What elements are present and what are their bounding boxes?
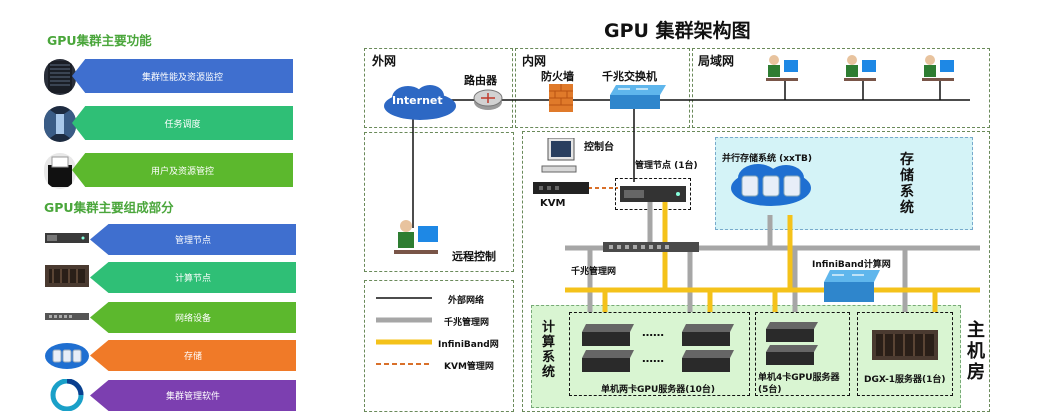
datacenter-aisle-icon bbox=[44, 106, 76, 142]
legend-lines bbox=[376, 297, 432, 365]
zone-wan bbox=[364, 48, 513, 128]
zone-wan-label: 外网 bbox=[372, 54, 397, 68]
gpu2-server-icon bbox=[682, 324, 734, 346]
server-rack-icon bbox=[48, 61, 72, 93]
kvm-label: KVM bbox=[540, 198, 566, 209]
legend-external-label: 外部网络 bbox=[448, 296, 485, 306]
router-label: 路由器 bbox=[464, 74, 497, 87]
scheduling-thumbnail bbox=[44, 106, 76, 142]
lan-user-icon bbox=[844, 55, 876, 81]
zone-intranet-label: 内网 bbox=[522, 54, 547, 68]
mgmt-node-server-icon bbox=[620, 186, 686, 202]
internet-label: Internet bbox=[392, 94, 443, 107]
network-thumbnail bbox=[43, 303, 91, 329]
gigabit-switch-icon bbox=[610, 85, 666, 109]
remote-label: 远程控制 bbox=[452, 250, 496, 263]
gpu2-server-icon bbox=[582, 324, 634, 346]
lan-user-icon bbox=[766, 55, 798, 81]
components-title: GPU集群主要组成部分 bbox=[44, 200, 174, 215]
compute-node-thumbnail bbox=[43, 263, 91, 289]
software-thumbnail bbox=[50, 378, 84, 412]
gpu2-server-icon bbox=[682, 350, 734, 372]
storage-label: 并行存储系统 (xxTB) bbox=[722, 154, 812, 164]
rack-server-icon bbox=[45, 233, 89, 243]
mgmt-switch-icon bbox=[603, 242, 699, 252]
function-monitoring: 集群性能及资源监控 bbox=[72, 59, 293, 93]
zone-legend bbox=[364, 280, 514, 412]
dgx-label: DGX-1服务器(1台) bbox=[864, 375, 946, 385]
gigabit-switch-label: 千兆交换机 bbox=[602, 70, 657, 83]
storage-cloud-icon bbox=[731, 164, 811, 206]
main-room-label: 主机房 bbox=[967, 320, 985, 383]
console-label: 控制台 bbox=[584, 142, 614, 153]
component-storage: 存储 bbox=[90, 340, 296, 371]
function-control: 用户及资源管控 bbox=[72, 153, 293, 187]
zone-lan bbox=[692, 48, 990, 128]
mgmt-node-box bbox=[615, 178, 691, 210]
server2-group bbox=[569, 312, 750, 396]
diagram-title: GPU 集群架构图 bbox=[604, 20, 751, 42]
function-scheduling: 任务调度 bbox=[72, 106, 293, 140]
console-monitor-icon bbox=[541, 138, 577, 173]
lan-user-icon bbox=[922, 55, 954, 81]
component-mgmt-node: 管理节点 bbox=[90, 224, 296, 255]
monitoring-thumbnail bbox=[44, 59, 76, 95]
server2-label: 单机两卡GPU服务器(10台) bbox=[601, 385, 716, 395]
gpu4-server-icon bbox=[766, 345, 818, 365]
legend-mgmt-label: 千兆管理网 bbox=[444, 318, 490, 328]
ellipsis-bottom: …… bbox=[642, 352, 664, 365]
storage-system-label: 存储系统 bbox=[900, 152, 914, 216]
gpu2-server-icon bbox=[582, 350, 634, 372]
router-icon bbox=[473, 89, 503, 110]
remote-user-icon bbox=[394, 220, 438, 254]
firewall-label: 防火墙 bbox=[541, 70, 574, 83]
software-logo-icon bbox=[50, 378, 84, 412]
mgmt-net-label: 千兆管理网 bbox=[571, 267, 617, 277]
compute-system-label: 计算系统 bbox=[542, 320, 556, 380]
mgmt-node-label: 管理节点 (1台) bbox=[635, 161, 698, 171]
component-software: 集群管理软件 bbox=[90, 380, 296, 411]
internet-cloud-icon bbox=[384, 85, 456, 120]
firewall-icon bbox=[549, 84, 573, 112]
network-switch-icon bbox=[45, 313, 89, 320]
infiniband-net-label: InfiniBand计算网 bbox=[812, 260, 891, 270]
zone-lan-label: 局域网 bbox=[698, 54, 735, 68]
server4-group bbox=[755, 312, 850, 396]
dgx-group bbox=[857, 312, 953, 396]
kvm-device-icon bbox=[533, 182, 589, 194]
legend-kvm-label: KVM管理网 bbox=[444, 362, 494, 372]
legend-infiniband-label: InfiniBand网 bbox=[438, 340, 499, 350]
control-thumbnail bbox=[44, 153, 76, 189]
storage-cloud-icon bbox=[45, 343, 89, 369]
zone-main-room bbox=[522, 131, 990, 412]
component-compute-node: 计算节点 bbox=[90, 262, 296, 293]
zone-remote bbox=[364, 132, 514, 272]
gpu-server-icon bbox=[45, 265, 89, 287]
mgmt-node-thumbnail bbox=[43, 225, 91, 251]
zone-intranet bbox=[515, 48, 690, 128]
storage-thumbnail bbox=[43, 341, 91, 371]
server4-label: 单机4卡GPU服务器(5台) bbox=[758, 373, 840, 395]
dgx-server-icon bbox=[872, 330, 938, 360]
ellipsis-top: …… bbox=[642, 326, 664, 339]
gpu4-server-icon bbox=[766, 322, 818, 342]
infiniband-switch-icon bbox=[824, 270, 880, 302]
component-network: 网络设备 bbox=[90, 302, 296, 333]
server-box-icon bbox=[48, 156, 72, 187]
functions-title: GPU集群主要功能 bbox=[47, 33, 152, 48]
